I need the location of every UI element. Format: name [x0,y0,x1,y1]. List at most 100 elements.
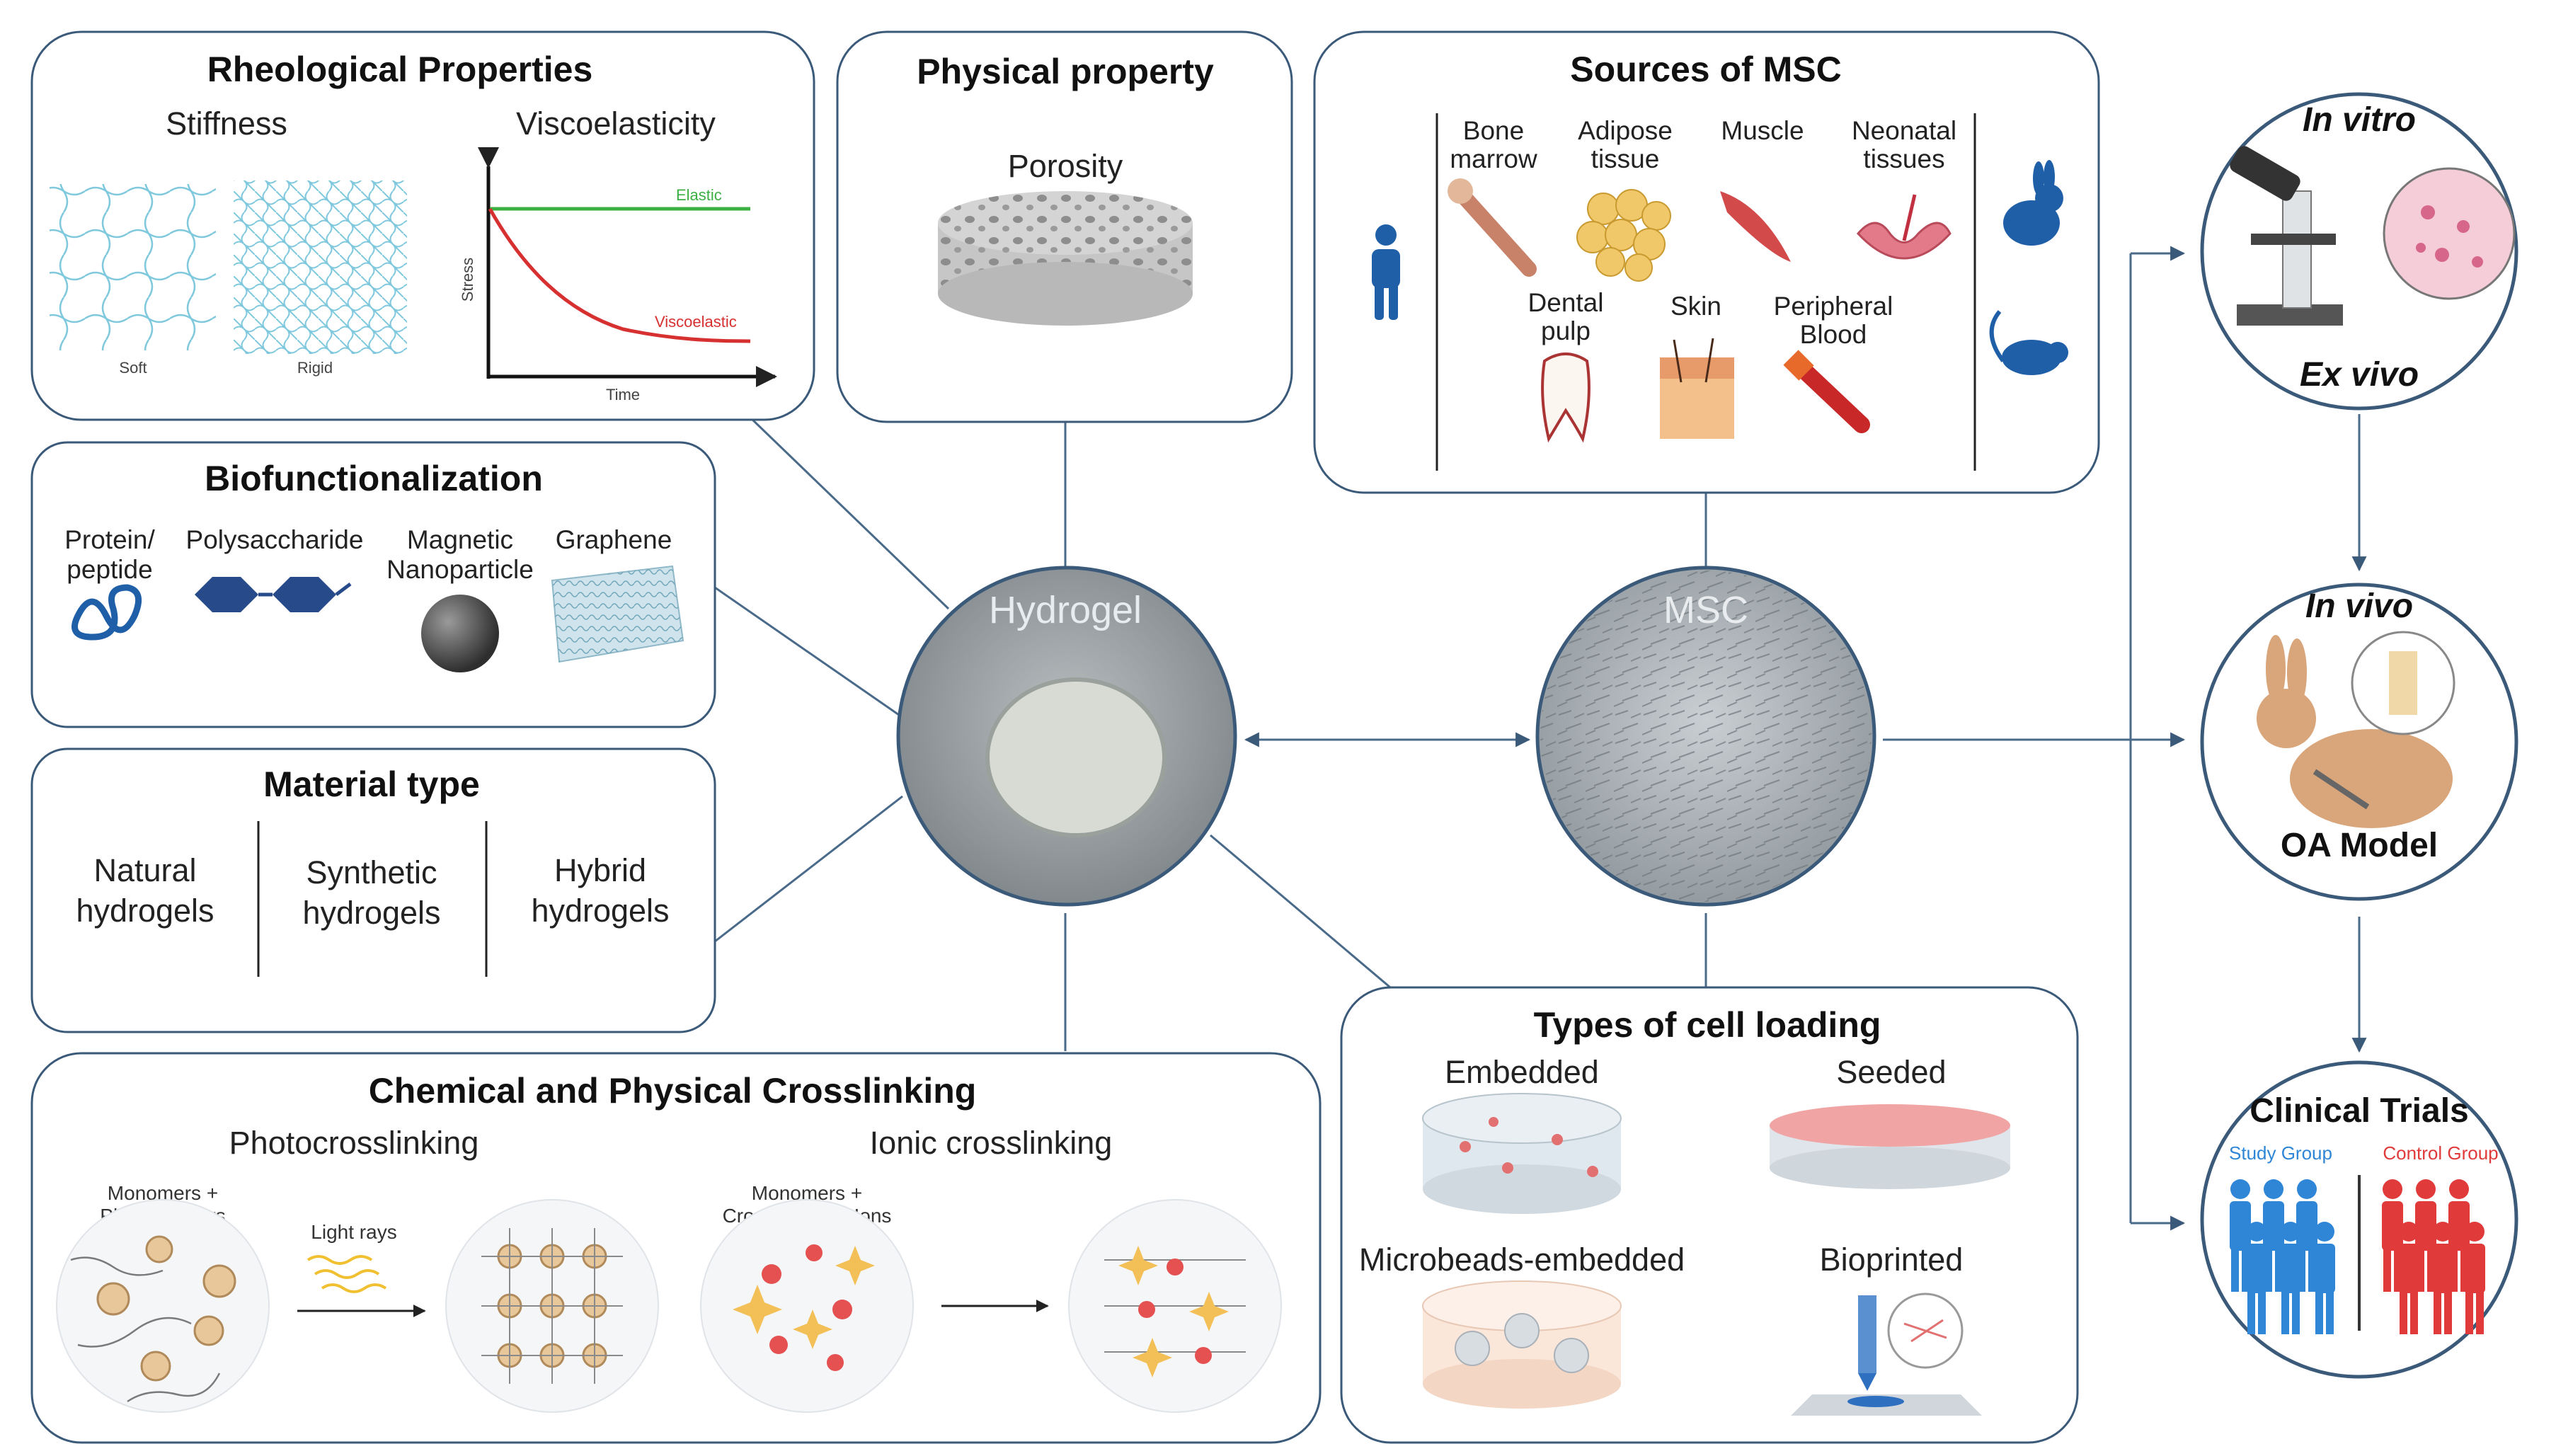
oa-model-label: OA Model [2281,827,2438,864]
rigid-network-icon [234,180,407,354]
porous-scaffold-icon [938,191,1193,326]
monomer-solution-icon [56,1199,270,1413]
msc-node: MSC [1535,566,1876,907]
rabbit-icon [2003,160,2063,246]
crosslinking-frame [30,1052,1322,1444]
muscle-icon [1720,191,1791,262]
neonatal-label-2: tissues [1863,144,1944,173]
nanoparticle-icon [421,595,499,672]
blood-tube-icon [1783,350,1870,433]
ion-dots [762,1244,852,1371]
loading-title: Types of cell loading [1534,1005,1881,1045]
hydrogel-disc-icon [985,677,1167,837]
bone-icon [1448,178,1537,277]
skin-icon [1660,338,1734,439]
biofunc-panel: Biofunctionalization Protein/ peptide Po… [30,441,716,728]
link-rheological [749,416,950,610]
synthetic-label-2: hydrogels [302,895,440,931]
physical-panel: Physical property Porosity [836,30,1293,423]
sources-panel: Sources of MSC Bone marrow Adipose tissu… [1313,30,2100,494]
neonatal-label-1: Neonatal [1852,116,1956,145]
magnetic-label-1: Magnetic [407,525,513,554]
bioprinter-icon [1791,1292,1982,1416]
seeded-label: Seeded [1836,1054,1946,1090]
light-rays-label: Light rays [311,1221,396,1243]
histology-icon [2383,167,2516,300]
embedded-scaffold-icon [1422,1093,1622,1214]
light-rays-icon [306,1255,387,1293]
link-biofunc [714,586,900,716]
control-group-label: Control Group [2383,1142,2498,1164]
peripheral-label-1: Peripheral [1774,292,1893,321]
photoinitiator-dots [96,1235,236,1382]
stiffness-label: Stiffness [166,105,287,142]
bioprinted-label: Bioprinted [1820,1242,1964,1278]
hybrid-label-2: hydrogels [531,893,669,929]
peripheral-label-2: Blood [1800,320,1867,349]
graphene-label: Graphene [556,525,672,554]
material-title: Material type [263,764,480,804]
mouse-icon [1989,310,2068,375]
protein-label-1: Protein/ [64,525,155,554]
sources-frame [1313,30,2100,494]
invivo-node: In vivo OA Model [2200,583,2518,901]
rheological-frame [30,30,815,421]
material-panel: Material type Natural hydrogels Syntheti… [30,747,716,1033]
bone-marrow-label-1: Bone [1463,116,1524,145]
sources-title: Sources of MSC [1570,50,1841,89]
photocrosslinking-label: Photocrosslinking [229,1125,479,1161]
soft-network-icon [50,184,216,350]
elastic-label: Elastic [676,186,722,204]
ionic-network-pattern [1104,1246,1246,1377]
adipose-icon [1576,189,1671,282]
control-group-people-icon [2382,1179,2485,1334]
muscle-label: Muscle [1721,116,1804,145]
viscoelastic-curve [488,207,751,343]
seeded-scaffold-icon [1770,1104,2010,1189]
link-material [714,795,903,943]
dental-label-2: pulp [1541,316,1591,345]
skin-label: Skin [1670,292,1721,321]
biofunc-frame [30,441,716,728]
natural-label-2: hydrogels [76,893,214,929]
bone-marrow-label-2: marrow [1450,144,1537,173]
tooth-icon [1541,352,1591,443]
link-loading-diagonal [1210,834,1395,992]
hydrogel-label: Hydrogel [989,589,1142,631]
polysaccharide-label: Polysaccharide [186,525,364,554]
syringe-icon [2313,769,2370,810]
dental-label-1: Dental [1528,288,1604,317]
adipose-label-2: tissue [1591,144,1660,173]
hybrid-label-1: Hybrid [554,852,646,888]
rheological-panel: Rheological Properties Stiffness Viscoel… [30,30,815,421]
rabbit-model-icon [2257,635,2453,828]
protein-label-2: peptide [67,555,152,584]
natural-label-1: Natural [93,852,196,888]
human-icon [1372,224,1400,320]
connector-lines [714,246,2367,1231]
adipose-label-1: Adipose [1578,116,1673,145]
biofunc-title: Biofunctionalization [205,459,543,498]
study-group-label: Study Group [2229,1142,2332,1164]
crosslinking-title: Chemical and Physical Crosslinking [369,1071,977,1111]
clinical-trials-label: Clinical Trials [2250,1092,2468,1130]
magnetic-label-2: Nanoparticle [386,555,534,584]
umbilical-cord-icon [1857,194,1952,260]
ionic-solution-icon [700,1199,914,1413]
synthetic-label-1: Synthetic [306,854,437,890]
invitro-label: In vitro [2303,101,2416,139]
clinical-node: Clinical Trials Study Group Control Grou… [2200,1060,2518,1379]
study-group-people-icon [2230,1179,2335,1334]
msc-label: MSC [1663,589,1748,631]
loading-panel: Types of cell loading Embedded Seeded Mi… [1340,986,2079,1444]
material-frame [30,747,716,1033]
time-label: Time [606,386,640,403]
viscoelasticity-label: Viscoelasticity [516,105,716,142]
physical-title: Physical property [917,52,1214,91]
viscoelastic-label: Viscoelastic [655,313,737,331]
polysaccharide-icon [195,577,352,612]
invitro-node: In vitro Ex vivo [2200,92,2518,411]
porosity-label: Porosity [1008,148,1123,184]
microbeads-label: Microbeads-embedded [1359,1242,1685,1278]
